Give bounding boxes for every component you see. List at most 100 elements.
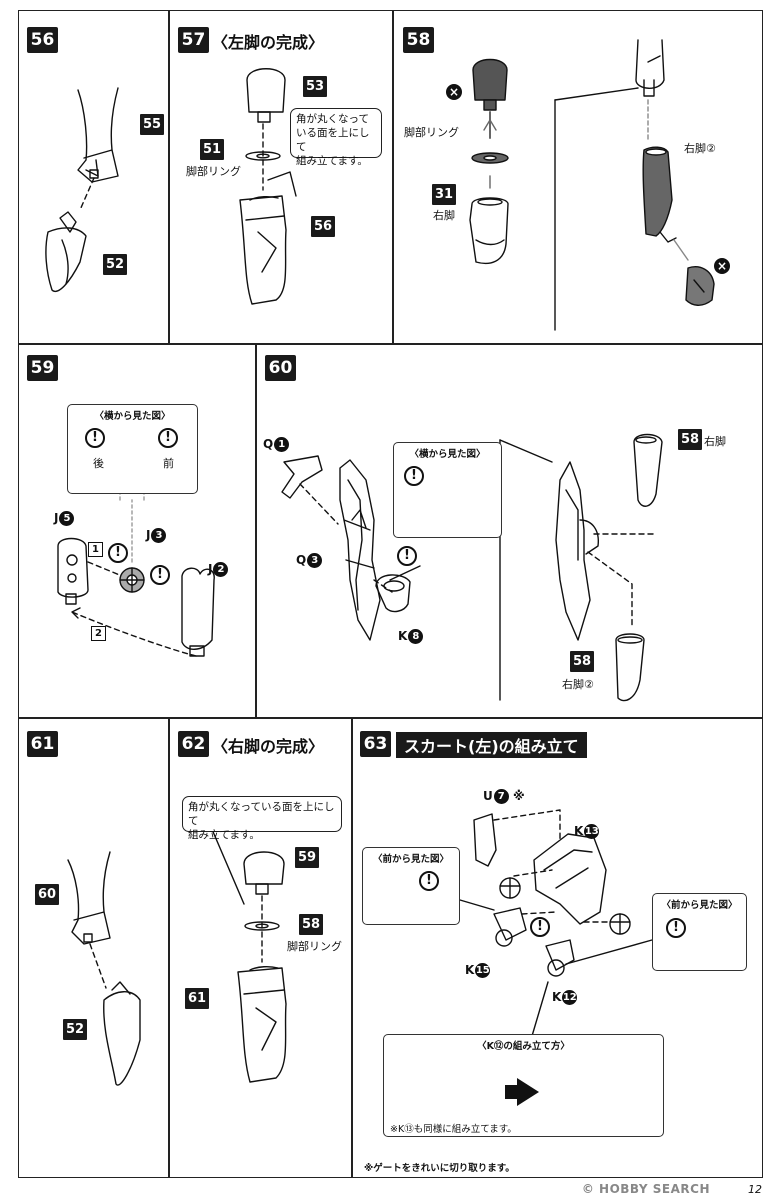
step60-warning-icon-inset: !: [404, 466, 424, 486]
part-59-tag: 59: [295, 847, 320, 868]
sprue-letter: J: [146, 528, 151, 542]
sprue-letter: K: [398, 629, 408, 643]
page-frame: [18, 10, 763, 1178]
part-52-tag: 52: [103, 254, 128, 275]
step62-note-bubble: 角が丸くなっている面を上にして 組み立てます。: [182, 796, 342, 841]
step57-note-text: 角が丸くなって いる面を上にして 組み立てます。: [296, 113, 370, 167]
step61-drawing: [67, 851, 141, 1086]
sprue-letter: Q: [263, 437, 274, 451]
part-58-tag-right-leg: 58: [678, 429, 703, 450]
step-59-number: 59: [27, 355, 58, 381]
divider-row1: [18, 343, 763, 345]
sprue-number: 2: [213, 562, 229, 577]
step63-warning-icon-center: !: [530, 917, 550, 937]
step58-right-drawing: [635, 39, 715, 306]
step58-no-icon-top: ×: [446, 84, 462, 100]
gate-note-mark: ※: [512, 789, 525, 803]
step-63-number: 63: [360, 731, 391, 757]
step63-arrow-stem: [505, 1085, 519, 1099]
part-60-tag: 60: [35, 884, 60, 905]
step59-warning-icon-ball: !: [150, 565, 170, 585]
step-58-number: 58: [403, 27, 434, 53]
part-61-tag: 61: [185, 988, 210, 1009]
step-60-number: 60: [265, 355, 296, 381]
divider-57-58: [392, 10, 394, 343]
step58-right-leg2-label: 右脚②: [684, 142, 716, 155]
step63-howto-note: ※K⑬も同様に組み立てます。: [390, 1124, 517, 1135]
step59-warning-icon-right: !: [158, 428, 178, 448]
step58-drawing: [469, 58, 639, 331]
watermark-credit: © HOBBY SEARCH: [581, 1182, 710, 1196]
part-58-tag-62: 58: [299, 914, 324, 935]
sprue-number: 7: [493, 789, 509, 804]
sprue-letter: K: [552, 990, 562, 1004]
step60-drawing: [281, 433, 663, 702]
part-56-tag: 56: [311, 216, 336, 237]
sprue-number: 13: [584, 824, 600, 839]
step59-order-2: 2: [91, 626, 106, 641]
step-57-title: 〈左脚の完成〉: [212, 33, 325, 52]
step-62-number: 62: [178, 731, 209, 757]
sprue-number: 8: [408, 629, 424, 644]
divider-row2: [18, 717, 763, 719]
step57-note-bubble: 角が丸くなって いる面を上にして 組み立てます。: [290, 108, 382, 167]
step58-no-icon-bottom: ×: [714, 258, 730, 274]
step58-right-leg-label: 右脚: [433, 209, 455, 222]
sprue-letter: K: [465, 963, 475, 977]
step63-front-view-left-inset: 〈前から見た図〉: [362, 847, 460, 925]
step59-back-label: 後: [93, 457, 104, 470]
sprue-letter: J: [208, 562, 213, 576]
sprue-letter: K: [574, 824, 584, 838]
step-57-number: 57: [178, 27, 209, 53]
step60-inset-title: 〈横から見た図〉: [409, 449, 486, 460]
sprue-number: 3: [151, 528, 167, 543]
sprue-letter: J: [54, 511, 59, 525]
step57-ring-label: 脚部リング: [186, 165, 241, 178]
step63-warning-icon-inset-right: !: [666, 918, 686, 938]
step62-ring-label: 脚部リング: [287, 940, 342, 953]
divider-56-57: [168, 10, 170, 343]
step58-ring-label: 脚部リング: [404, 126, 459, 139]
step-56-number: 56: [27, 27, 58, 53]
part-55-tag: 55: [140, 114, 165, 135]
step60-right-leg2-label: 右脚②: [562, 678, 594, 691]
divider-61-62: [168, 717, 170, 1178]
divider-62-63: [351, 717, 353, 1178]
part-58-tag-right-leg2: 58: [570, 651, 595, 672]
divider-59-60: [255, 343, 257, 717]
step63-inset-right-title: 〈前から見た図〉: [661, 900, 738, 911]
step62-note-text: 角が丸くなっている面を上にして 組み立てます。: [188, 801, 335, 841]
step-63-title: スカート(左)の組み立て: [396, 732, 587, 758]
step60-warning-icon-k8: !: [397, 546, 417, 566]
step59-inset-title: 〈横から見た図〉: [94, 411, 171, 422]
part-51-tag: 51: [200, 139, 225, 160]
step59-warning-icon-left: !: [85, 428, 105, 448]
step-61-number: 61: [27, 731, 58, 757]
step-62-title: 〈右脚の完成〉: [212, 737, 325, 756]
step59-front-label: 前: [163, 457, 174, 470]
step57-drawing: [239, 68, 297, 305]
step63-howto-title: 〈K⑫の組み立て方〉: [477, 1041, 570, 1052]
step59-warning-icon-mid: !: [108, 543, 128, 563]
sprue-number: 1: [274, 437, 290, 452]
part-52-tag-61: 52: [63, 1019, 88, 1040]
step62-drawing: [207, 819, 287, 1083]
sprue-number: 12: [562, 990, 578, 1005]
part-31-tag: 31: [432, 184, 457, 205]
sprue-letter: Q: [296, 553, 307, 567]
page-number: 12: [748, 1183, 762, 1196]
step63-warning-icon-inset-left: !: [419, 871, 439, 891]
step59-order-1: 1: [88, 542, 103, 557]
step63-arrow-icon: [517, 1078, 539, 1106]
step63-gate-note: ※ゲートをきれいに切り取ります。: [364, 1163, 515, 1174]
